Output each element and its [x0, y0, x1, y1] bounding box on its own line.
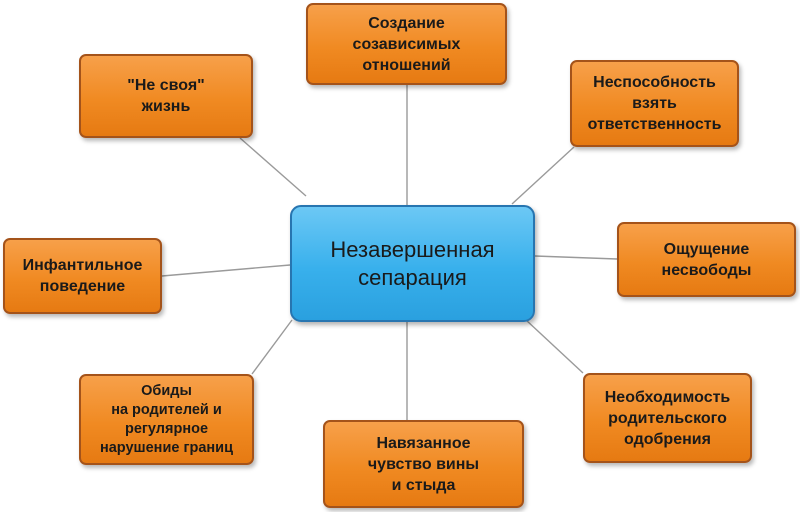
connector-infantile-behavior: [161, 264, 291, 277]
node-resentments-boundaries-label: Обиды на родителей и регулярное нарушени…: [99, 382, 233, 456]
node-infantile-behavior-label: Инфантильное поведение: [22, 257, 143, 295]
node-codependent-relations-label: Создание созависимых отношений: [352, 14, 461, 74]
center-node: Незавершенная сепарация: [290, 205, 535, 322]
node-feeling-unfreedom: Ощущение несвободы: [617, 222, 796, 297]
node-imposed-guilt-shame: Навязанное чувство вины и стыда: [323, 420, 524, 508]
node-infantile-behavior: Инфантильное поведение: [3, 238, 162, 314]
connector-need-parental-approval: [525, 319, 584, 374]
connector-resentments-boundaries: [251, 319, 293, 375]
node-inability-responsibility: Неспособность взять ответственность: [570, 60, 739, 147]
node-feeling-unfreedom-label: Ощущение несвободы: [661, 240, 752, 279]
node-codependent-relations: Создание созависимых отношений: [306, 3, 507, 85]
connector-feeling-unfreedom: [534, 255, 618, 260]
node-inability-responsibility-label: Неспособность взять ответственность: [587, 74, 722, 133]
node-not-own-life-label: "Не своя" жизнь: [127, 77, 205, 115]
node-resentments-boundaries: Обиды на родителей и регулярное нарушени…: [79, 374, 254, 465]
node-need-parental-approval-label: Необходимость родительского одобрения: [604, 388, 731, 448]
center-node-label: Незавершенная сепарация: [330, 236, 495, 290]
node-imposed-guilt-shame-label: Навязанное чувство вины и стыда: [367, 434, 480, 494]
connector-inability-responsibility: [511, 146, 575, 205]
node-need-parental-approval: Необходимость родительского одобрения: [583, 373, 752, 463]
connector-not-own-life: [239, 137, 307, 197]
node-not-own-life: "Не своя" жизнь: [79, 54, 253, 138]
